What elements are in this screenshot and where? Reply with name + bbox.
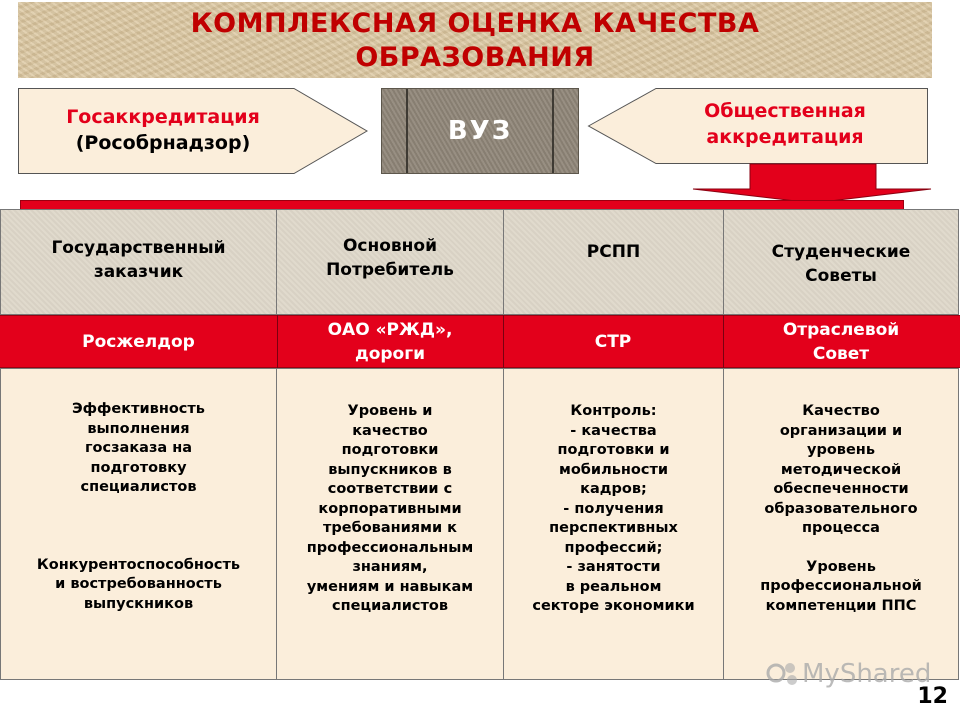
- body-line: подготовку: [90, 459, 187, 476]
- strip-divider: [503, 315, 504, 368]
- body-line: специалистов: [331, 598, 449, 614]
- column-body-main-consumer: Уровень и качество подготовки выпускнико…: [276, 368, 504, 680]
- body-line: обеспеченности: [773, 481, 909, 497]
- header-text: Основной: [342, 236, 438, 256]
- body-line: Уровень: [806, 558, 876, 575]
- title-line-1: КОМПЛЕКСНАЯ ОЦЕНКА КАЧЕСТВА: [190, 8, 760, 39]
- body-line: - занятости: [566, 559, 661, 575]
- body-line: процесса: [802, 520, 880, 536]
- body-line: компетенции ППС: [765, 597, 917, 614]
- column-body-student-councils: Качество организации и уровень методичес…: [723, 368, 959, 680]
- red-label-text: Росжелдор: [82, 331, 195, 352]
- body-line: профессиональным: [306, 539, 474, 556]
- myshared-watermark: MyShared: [766, 654, 956, 694]
- red-label-text: Отраслевой: [782, 319, 900, 340]
- page-number: 12: [917, 684, 948, 709]
- header-text: Потребитель: [326, 260, 454, 280]
- body-line: корпоративными: [318, 500, 462, 517]
- body-line: специалистов: [80, 479, 197, 495]
- red-label-text: СТР: [594, 331, 632, 352]
- column-body-rspp: Контроль: - качества подготовки и мобиль…: [503, 368, 724, 680]
- rosobrnadzor-text: (Рособрнадзор): [75, 132, 251, 154]
- body-spacer: [724, 539, 958, 558]
- akkreditatsiya-text: аккредитация: [706, 126, 864, 148]
- body-line: Эффективность: [72, 401, 205, 417]
- body-line: методической: [780, 461, 902, 478]
- body-line: образовательного: [764, 500, 918, 517]
- vuz-block: ВУЗ: [381, 88, 579, 174]
- body-line: Конкурентоспособность: [36, 556, 241, 573]
- body-line: выпускников в: [328, 461, 452, 478]
- left-arrow-label: Госаккредитация (Рособрнадзор): [28, 104, 298, 156]
- label-industry-council: Отраслевой Совет: [723, 315, 959, 368]
- header-text: Студенческие: [771, 242, 911, 262]
- body-line: перспективных: [549, 520, 678, 536]
- header-text: Советы: [805, 266, 877, 286]
- left-accreditation-arrow: [18, 88, 368, 174]
- body-line: организации и: [779, 422, 903, 439]
- body-line: - качества: [570, 422, 657, 439]
- body-line: требованиями к: [322, 520, 458, 536]
- column-header-rspp: РСПП: [503, 209, 724, 315]
- title-banner: КОМПЛЕКСНАЯ ОЦЕНКА КАЧЕСТВА ОБРАЗОВАНИЯ: [18, 2, 932, 78]
- vuz-label: ВУЗ: [447, 116, 513, 146]
- red-label-text: дороги: [354, 343, 426, 364]
- red-label-text: Совет: [812, 343, 870, 364]
- body-line: и востребованность: [55, 576, 222, 592]
- label-roszheldor: Росжелдор: [0, 315, 277, 368]
- body-line: уровень: [807, 442, 875, 458]
- body-line: подготовки и: [557, 442, 670, 458]
- body-line: Контроль:: [570, 403, 657, 419]
- down-arrow-icon: [692, 163, 932, 204]
- label-str: СТР: [503, 315, 723, 368]
- body-line: мобильности: [558, 461, 669, 478]
- body-line: профессиональной: [760, 578, 922, 594]
- obshchestvennaya-text: Общественная: [704, 100, 866, 122]
- body-line: секторе экономики: [532, 598, 695, 614]
- body-line: знаниям,: [352, 559, 428, 575]
- strip-divider: [723, 315, 724, 368]
- column-header-student-councils: Студенческие Советы: [723, 209, 959, 315]
- header-text: заказчик: [93, 262, 184, 282]
- body-line: госзаказа на: [84, 440, 193, 456]
- body-spacer: [1, 498, 276, 556]
- body-line: выпускников: [83, 595, 194, 612]
- myshared-logo-icon: [766, 663, 797, 685]
- vuz-stripe-left: [406, 89, 408, 173]
- body-line: профессий;: [564, 539, 663, 556]
- organization-strip: [0, 315, 960, 368]
- vuz-stripe-right: [552, 89, 554, 173]
- strip-divider: [277, 315, 278, 368]
- label-oao-rzd: ОАО «РЖД», дороги: [277, 315, 503, 368]
- body-line: соответствии с: [327, 481, 453, 497]
- gosakkreditatsiya-text: Госаккредитация: [66, 106, 260, 128]
- body-line: кадров;: [580, 481, 647, 497]
- column-header-state-customer: Государственный заказчик: [0, 209, 277, 315]
- red-label-text: ОАО «РЖД»,: [327, 319, 453, 340]
- column-header-main-consumer: Основной Потребитель: [276, 209, 504, 315]
- column-body-state-customer: Эффективность выполнения госзаказа на по…: [0, 368, 277, 680]
- header-text: РСПП: [586, 242, 641, 262]
- body-line: качество: [352, 422, 428, 439]
- watermark-text: MyShared: [802, 659, 932, 689]
- body-line: Уровень и: [347, 403, 433, 419]
- body-line: выполнения: [87, 420, 190, 437]
- body-line: в реальном: [565, 578, 662, 595]
- body-line: Качество: [802, 403, 880, 419]
- header-text: Государственный: [51, 238, 226, 258]
- body-line: умениям и навыкам: [306, 578, 474, 595]
- right-arrow-label: Общественная аккредитация: [660, 98, 910, 150]
- body-line: - получения: [563, 500, 664, 517]
- body-line: подготовки: [341, 442, 439, 458]
- right-accreditation-arrow: [587, 88, 928, 164]
- title-line-2: ОБРАЗОВАНИЯ: [355, 42, 595, 73]
